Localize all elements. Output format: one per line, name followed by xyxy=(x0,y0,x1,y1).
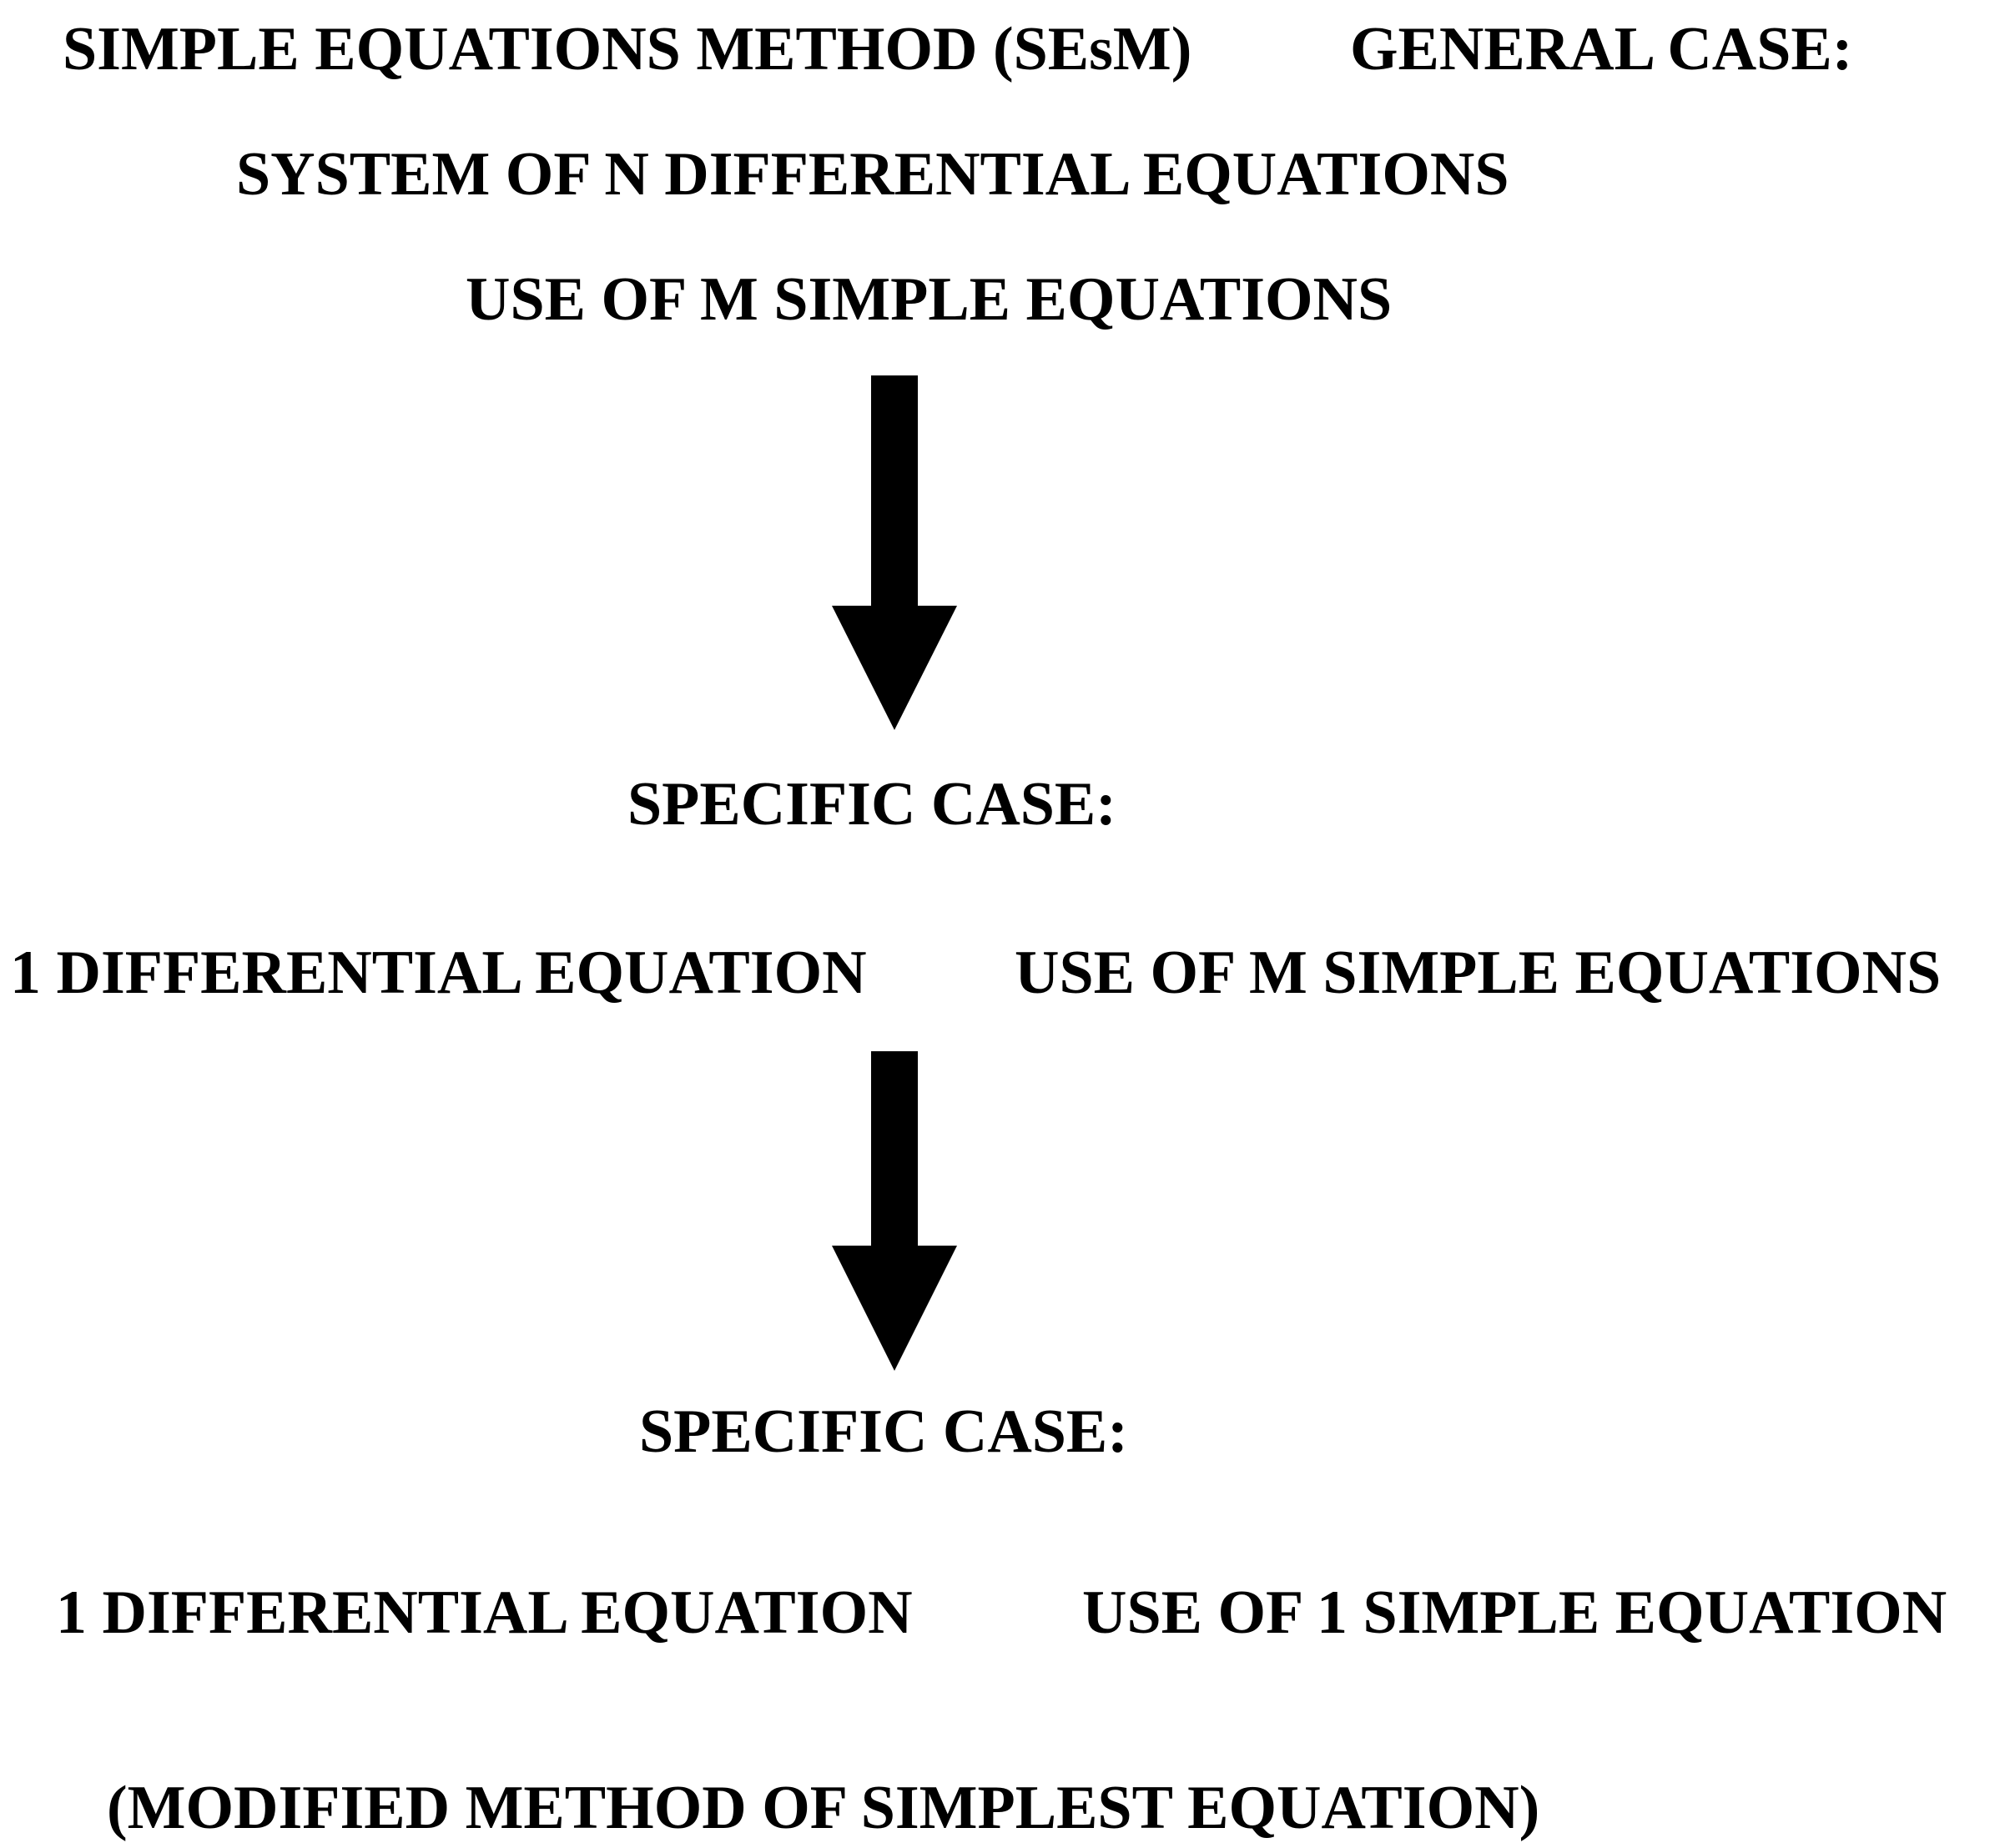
arrow-down-icon xyxy=(832,1051,957,1371)
specific-case-2-use: USE OF 1 SIMPLE EQUATION xyxy=(1082,1579,1947,1647)
specific-case-1-use: USE OF M SIMPLE EQUATIONS xyxy=(1015,939,1942,1007)
specific-case-1-equation: 1 DIFFERENTIAL EQUATION xyxy=(10,939,867,1007)
specific-case-1-title: SPECIFIC CASE: xyxy=(627,770,1116,838)
modified-method-note: (MODIFIED METHOD OF SIMPLEST EQUATION) xyxy=(107,1774,1540,1842)
arrow-down-icon xyxy=(832,375,957,730)
general-system-text: SYSTEM OF N DIFFERENTIAL EQUATIONS xyxy=(236,140,1509,209)
specific-case-2-title: SPECIFIC CASE: xyxy=(639,1397,1128,1466)
specific-case-2-equation: 1 DIFFERENTIAL EQUATION xyxy=(56,1579,913,1647)
general-use-text: USE OF M SIMPLE EQUATIONS xyxy=(466,265,1393,334)
general-case-label: GENERAL CASE: xyxy=(1350,15,1853,83)
method-title: SIMPLE EQUATIONS METHOD (SEsM) xyxy=(63,15,1192,83)
